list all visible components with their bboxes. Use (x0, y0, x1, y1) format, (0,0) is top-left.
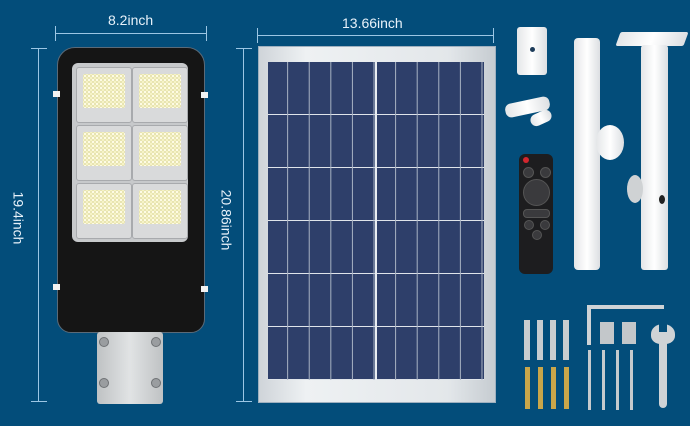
wrench-head (651, 324, 675, 344)
led-module (132, 125, 188, 181)
bolt-icon (151, 337, 161, 347)
hex-key-short (587, 305, 591, 345)
panel-height-label: 20.86inch (218, 189, 235, 251)
wrench-icon (659, 340, 667, 408)
bolt-icon (99, 337, 109, 347)
pole-mount-hole (659, 195, 665, 204)
panel-width-label: 13.66inch (342, 15, 403, 31)
wrench-jaw (659, 322, 667, 332)
lamp-height-dim-line (38, 48, 39, 401)
pole-mount-plate (615, 32, 689, 46)
dpad (523, 179, 550, 206)
off-button (540, 167, 551, 178)
panel-width-dim-tick-right (493, 28, 494, 43)
remote-control (519, 154, 553, 274)
lamp-width-dim-line (55, 33, 207, 34)
nut-bolts (598, 322, 642, 344)
lamp-width-dim-tick-right (206, 26, 207, 41)
power-button-icon (523, 157, 529, 163)
lamp-width-label: 8.2inch (108, 12, 154, 28)
panel-width-dim-tick-left (257, 28, 258, 43)
adjustable-arm (574, 38, 600, 270)
lamp-clip (53, 284, 60, 290)
panel-height-dim-line (243, 48, 244, 401)
expansion-bolts (522, 367, 574, 409)
wall-mount-bracket (517, 27, 547, 75)
auto-button (523, 209, 550, 218)
lamp-height-dim-tick-top (31, 48, 47, 49)
lamp-height-label: 19.4inch (10, 191, 27, 245)
led-module (76, 67, 132, 123)
led-module (132, 67, 188, 123)
lamp-pole-bracket (97, 332, 163, 404)
panel-height-dim-tick-top (236, 48, 252, 49)
lamp-height-dim-tick-bottom (31, 401, 47, 402)
solar-cells (268, 62, 484, 380)
panel-height-dim-tick-bottom (236, 401, 252, 402)
screws-set (522, 320, 574, 360)
timer-8h-button (532, 230, 542, 240)
timer-3h-button (524, 220, 534, 230)
pole-mount-clamp (627, 175, 643, 203)
adjustable-arm-hinge (596, 125, 624, 160)
long-bolts (584, 350, 640, 410)
pole-mount-arm (641, 45, 668, 270)
lamp-width-dim-tick-left (55, 26, 56, 41)
lamp-clip (201, 286, 208, 292)
bolt-icon (99, 378, 109, 388)
led-module (76, 125, 132, 181)
bolt-icon (151, 378, 161, 388)
timer-5h-button (540, 220, 550, 230)
lamp-clip (201, 92, 208, 98)
hex-key (587, 305, 664, 309)
on-button (523, 167, 534, 178)
panel-width-dim-line (257, 35, 494, 36)
led-array (72, 63, 188, 242)
lamp-clip (53, 91, 60, 97)
led-module (76, 183, 132, 239)
led-module (132, 183, 188, 239)
